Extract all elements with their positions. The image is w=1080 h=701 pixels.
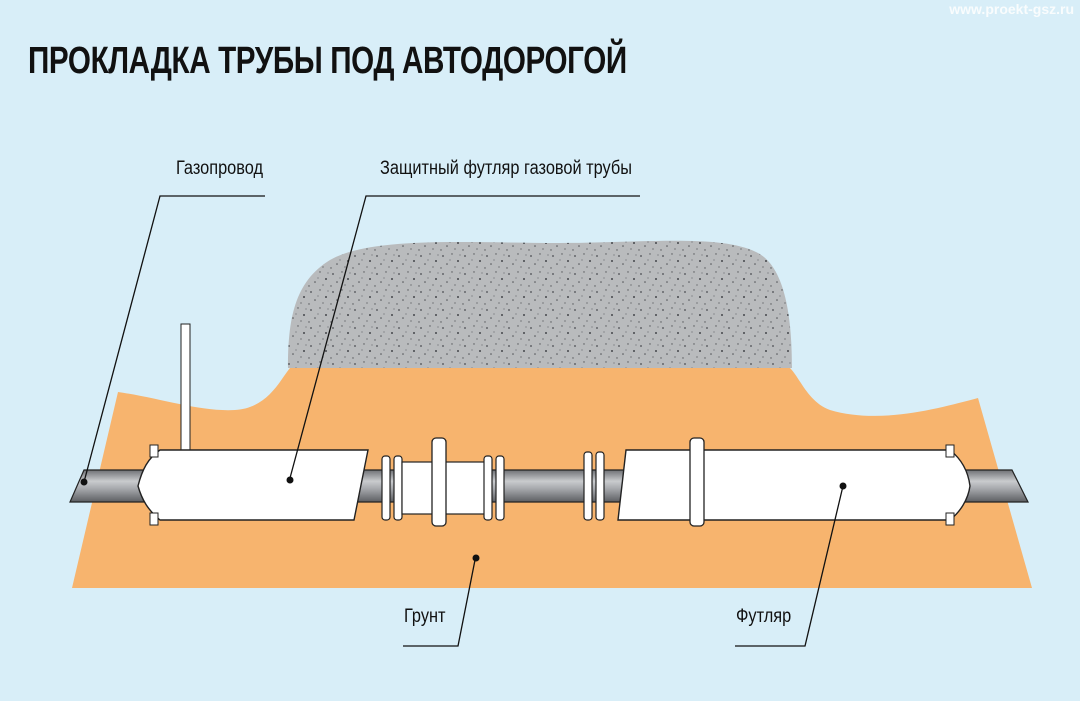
casing-left (137, 444, 369, 526)
road-embankment (288, 240, 792, 368)
leader-dot-case (839, 482, 847, 490)
casing-middle (381, 437, 505, 527)
leader-lines (83, 195, 844, 647)
leader-dot-gas-pipe (80, 478, 88, 486)
leader-dot-soil (472, 554, 480, 562)
leader-case (735, 485, 844, 647)
leader-soil (403, 559, 476, 647)
pipe-collars (583, 451, 605, 521)
label-soil: Грунт (404, 606, 446, 627)
leader-dots (80, 476, 847, 562)
leader-dot-protective-case (286, 476, 294, 484)
leader-gas-pipe (83, 195, 265, 483)
label-case: Футляр (736, 606, 792, 627)
label-protective-case: Защитный футляр газовой трубы (380, 158, 633, 179)
page-title: ПРОКЛАДКА ТРУБЫ ПОД АВТОДОРОГОЙ (28, 40, 627, 82)
casing-right (617, 437, 971, 527)
label-gas-pipe: Газопровод (176, 158, 264, 179)
leader-protective-case (289, 195, 640, 479)
watermark: www.proekt-gsz.ru (949, 1, 1074, 17)
